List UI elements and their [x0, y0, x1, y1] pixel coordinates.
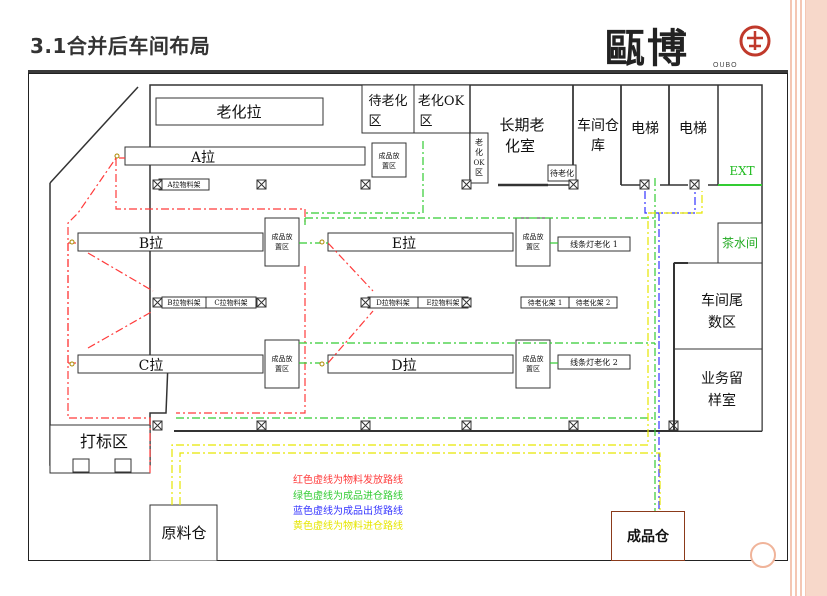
room-elevator-2 [668, 85, 719, 186]
room-workshop-store-label-2: 库 [591, 138, 605, 154]
zone-product-d-label-2: 置区 [526, 365, 540, 373]
room-aging-ok-label-2: 区 [419, 114, 432, 129]
legend-blue: 蓝色虚线为成品出货路线 [293, 504, 403, 517]
room-aging-ok-small-1: 老 [475, 137, 483, 147]
line-b-label: B拉 [139, 236, 163, 252]
room-aging-ok-small-4: 区 [475, 168, 483, 177]
room-aging-ok-label-1: 老化OK [418, 94, 465, 109]
zone-product-d [515, 339, 551, 389]
zone-product-b-label-2: 置区 [275, 243, 289, 251]
legend-yellow: 黄色虚线为物料进仓路线 [293, 519, 403, 532]
line-a [124, 146, 366, 166]
zone-product-top-label-1: 成品放 [379, 151, 400, 160]
rack-c-label: C拉物料架 [214, 298, 247, 307]
line-a-label: A拉 [190, 150, 215, 166]
line-c [77, 354, 264, 374]
rack-light-2 [557, 354, 631, 370]
route-green [176, 141, 656, 513]
room-wait-aging-label-1: 待老化 [368, 94, 407, 109]
room-elevator-2-label: 电梯 [679, 121, 707, 137]
zone-product-e-label-1: 成品放 [523, 232, 544, 241]
room-finished-store-label: 成品仓 [627, 529, 669, 545]
zone-product-b [264, 217, 300, 267]
rack-light-2-label: 线条灯老化 2 [570, 357, 618, 367]
rack-e-label: E拉物料架 [426, 298, 459, 307]
room-aging-line-label: 老化拉 [216, 103, 261, 121]
marking-table-1 [72, 458, 90, 473]
zone-product-c [264, 339, 300, 389]
room-raw-store-label: 原料仓 [161, 524, 206, 542]
line-e [327, 232, 514, 252]
line-markers [69, 153, 325, 367]
route-blue [644, 191, 696, 513]
line-c-label: C拉 [139, 358, 164, 374]
room-tea-label: 茶水间 [722, 235, 758, 250]
side-stripes [790, 0, 827, 596]
room-wait-aging-label-2: 区 [368, 114, 381, 129]
room-finished-store: 成品仓 [611, 511, 685, 561]
rack-c [205, 296, 257, 309]
rack-a-label: A拉物料架 [166, 180, 200, 189]
logo-seal-icon [739, 25, 771, 57]
room-tail-data [673, 262, 763, 350]
logo-text: 甌博 [605, 25, 689, 72]
rack-d-label: D拉物料架 [376, 298, 410, 307]
room-sample-label-2: 样室 [708, 392, 736, 409]
room-aging-ok-small-3: OK [474, 159, 486, 167]
room-marking [49, 424, 151, 474]
room-elevator-1-label: 电梯 [631, 121, 659, 137]
rack-wait-2-label: 待老化架 2 [576, 298, 611, 307]
zone-product-c-label-2: 置区 [275, 365, 289, 373]
room-raw-store [149, 504, 218, 561]
room-workshop-store-label-1: 车间仓 [577, 117, 619, 134]
room-tea [717, 222, 763, 264]
marking-table-2 [114, 458, 132, 473]
zone-product-e-label-2: 置区 [526, 243, 540, 251]
zone-product-e [515, 217, 551, 267]
company-logo: 甌博 OUBO [605, 16, 775, 72]
line-d-label: D拉 [391, 358, 416, 374]
route-yellow [171, 191, 703, 513]
zone-product-d-label-1: 成品放 [523, 354, 544, 363]
inner-wall-right [673, 262, 688, 431]
room-tail-data-label-1: 车间尾 [701, 292, 743, 309]
zone-product-top-label-2: 置区 [382, 162, 396, 170]
side-stripe-solid [806, 0, 827, 596]
room-aging-ok-small-2: 化 [475, 147, 483, 157]
zone-product-c-label-1: 成品放 [272, 354, 293, 363]
line-b [77, 232, 264, 252]
room-marking-label: 打标区 [80, 432, 128, 451]
room-sample-label-1: 业务留 [701, 371, 743, 387]
room-long-aging-label-2: 化室 [505, 137, 535, 155]
room-sample [673, 348, 763, 432]
rack-wait-aging-top [547, 164, 577, 182]
title-rule [28, 70, 788, 74]
rack-wait-1-label: 待老化架 1 [528, 298, 563, 307]
line-e-label: E拉 [392, 236, 416, 252]
room-exit-label: EXT [729, 164, 754, 178]
rack-light-1-label: 线条灯老化 1 [570, 239, 618, 249]
line-d [327, 354, 514, 374]
rack-wait-2 [568, 296, 618, 309]
decorative-circle [750, 542, 776, 568]
workshop-layout-diagram: 老化拉 待老化 区 老化OK 区 长期老 化室 老 化 OK 区 待老化 车间仓… [28, 73, 788, 561]
room-wait-aging [361, 84, 415, 134]
rack-b-label: B拉物料架 [167, 298, 200, 307]
rack-light-1 [557, 236, 631, 252]
room-aging-ok-small [469, 132, 489, 184]
zone-product-b-label-1: 成品放 [272, 232, 293, 241]
building-corner [49, 86, 139, 184]
logo-subtitle: OUBO [713, 62, 738, 69]
slide-title: 3.1合并后车间布局 [30, 34, 211, 58]
zone-product-top [371, 142, 407, 178]
legend-red: 红色虚线为物料发放路线 [293, 473, 403, 486]
rack-wait-aging-top-label: 待老化 [550, 168, 574, 178]
room-aging-line [155, 97, 324, 126]
room-tail-data-label-2: 数区 [708, 315, 736, 331]
room-long-aging-label-1: 长期老 [499, 116, 544, 134]
legend-green: 绿色虚线为成品进仓路线 [293, 489, 403, 502]
